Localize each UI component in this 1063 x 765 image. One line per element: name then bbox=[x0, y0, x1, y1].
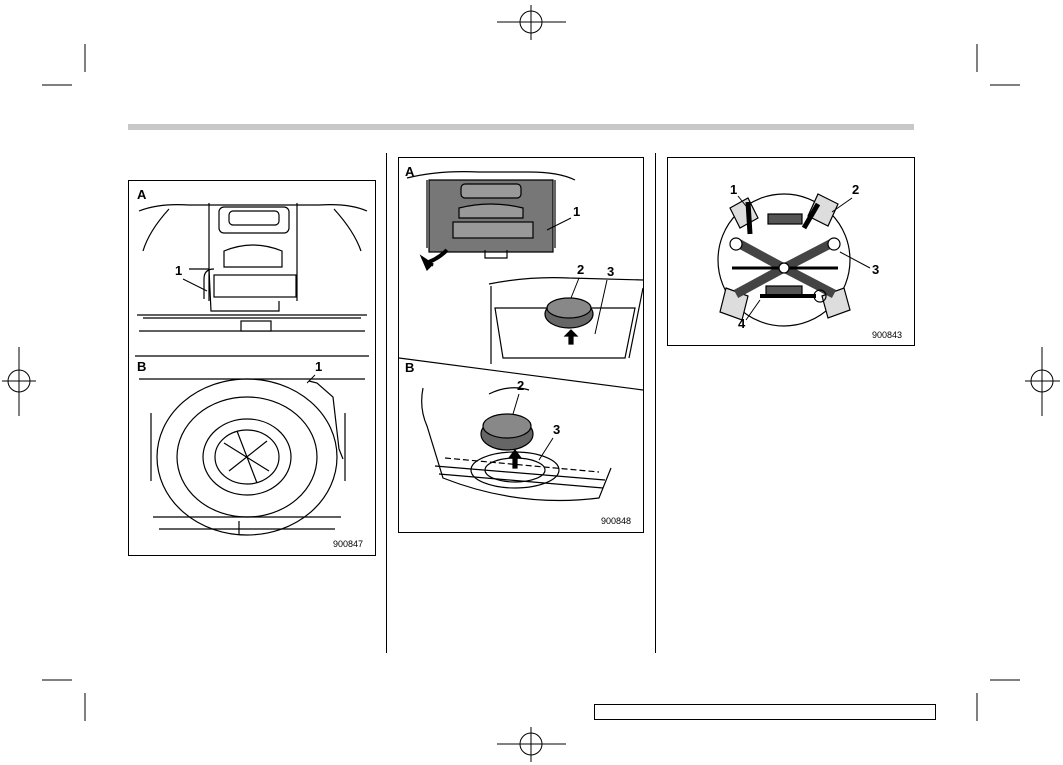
illustration-cover-removal: A B 1 2 3 2 3 900848 bbox=[399, 164, 643, 526]
figure-id: 900847 bbox=[333, 539, 363, 549]
figure-id: 900843 bbox=[872, 330, 902, 340]
panel-label-a: A bbox=[405, 164, 415, 179]
figure-jack-and-tools: 1 2 3 4 900843 bbox=[667, 157, 915, 346]
callout-4: 4 bbox=[738, 316, 746, 331]
callout-1: 1 bbox=[315, 359, 322, 374]
panel-label-b: B bbox=[405, 360, 414, 375]
illustration-trunk-tool-location: A B 1 1 900847 bbox=[135, 187, 369, 549]
callout-2: 2 bbox=[852, 182, 859, 197]
figure-remove-cover-and-tool-tray: A B 1 2 3 2 3 900848 bbox=[398, 157, 644, 533]
callout-1: 1 bbox=[573, 204, 580, 219]
callout-2: 2 bbox=[577, 262, 584, 277]
callout-1: 1 bbox=[730, 182, 737, 197]
panel-label-b: B bbox=[137, 359, 146, 374]
panel-label-a: A bbox=[137, 187, 147, 202]
column-divider-right bbox=[655, 153, 656, 653]
callout-3: 3 bbox=[607, 264, 614, 279]
callout-2: 2 bbox=[517, 378, 524, 393]
header-bar bbox=[128, 124, 914, 130]
footer-page-box bbox=[594, 704, 936, 720]
column-divider-left bbox=[386, 153, 387, 653]
callout-1: 1 bbox=[175, 263, 182, 278]
callout-3: 3 bbox=[872, 262, 879, 277]
figure-id: 900848 bbox=[601, 516, 631, 526]
figure-trunk-jack-handle: A B 1 1 900847 bbox=[128, 180, 376, 556]
illustration-jack-tool-kit: 1 2 3 4 900843 bbox=[717, 182, 902, 340]
callout-3: 3 bbox=[553, 422, 560, 437]
